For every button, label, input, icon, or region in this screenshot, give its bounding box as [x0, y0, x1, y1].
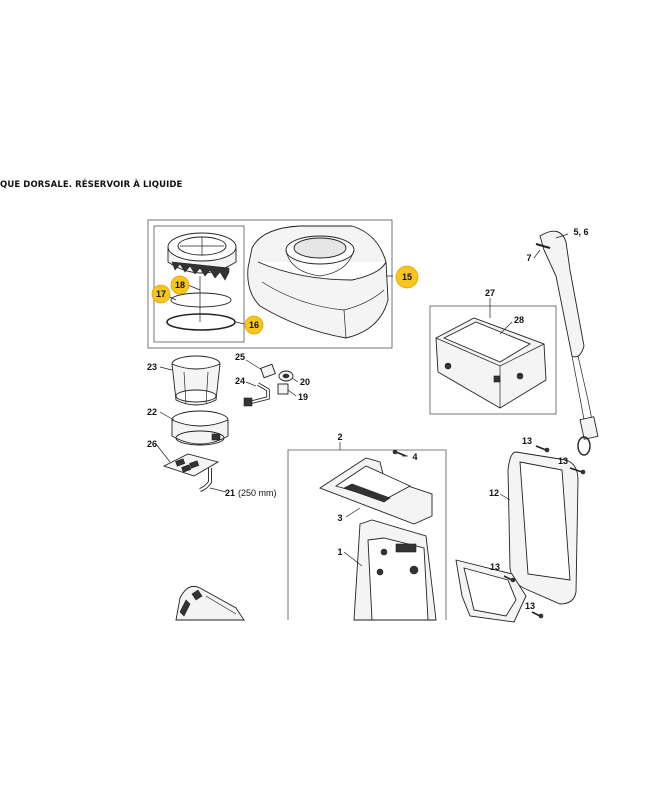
callout-13-d[interactable]: 13 [525, 601, 535, 611]
seal-ring-16 [166, 313, 236, 331]
callout-12[interactable]: 12 [489, 488, 499, 498]
callout-4[interactable]: 4 [412, 452, 417, 462]
liquid-tank-part [247, 225, 389, 339]
callout-2[interactable]: 2 [337, 432, 342, 442]
callout-13-a[interactable]: 13 [522, 436, 532, 446]
screws-13 [503, 445, 586, 619]
callout-highlight-18 [170, 275, 190, 295]
callout-1[interactable]: 1 [337, 547, 342, 557]
callout-15[interactable]: 15 [402, 272, 412, 282]
top-cover-part [319, 457, 433, 525]
frame-group-box [287, 449, 447, 620]
callout-21[interactable]: 21 [225, 488, 235, 498]
leader-lines [155, 233, 569, 567]
cap-subgroup-box [153, 225, 245, 343]
callout-highlight-16 [244, 315, 264, 335]
storage-tray-part [435, 317, 547, 409]
fitting-parts [243, 363, 294, 407]
shoulder-strap-part [535, 230, 599, 456]
backpack-frame-part [353, 519, 437, 621]
callout-20[interactable]: 20 [300, 377, 310, 387]
callout-22[interactable]: 22 [147, 407, 157, 417]
tank-cap-part [167, 232, 237, 322]
callout-21-note: (250 mm) [238, 488, 277, 498]
support-ring-part [171, 410, 229, 446]
strainer-basket-part [171, 355, 221, 406]
partial-carrier-part [175, 585, 245, 621]
callout-7[interactable]: 7 [526, 253, 531, 263]
callout-13-c[interactable]: 13 [490, 562, 500, 572]
tray-group-box [429, 305, 557, 415]
callout-13-b[interactable]: 13 [558, 456, 568, 466]
callout-highlight-17 [151, 284, 171, 304]
callout-17[interactable]: 17 [156, 289, 166, 299]
callout-5-6[interactable]: 5, 6 [573, 227, 588, 237]
callout-16[interactable]: 16 [249, 320, 259, 330]
callout-24[interactable]: 24 [235, 376, 245, 386]
callout-28[interactable]: 28 [514, 315, 524, 325]
callout-18[interactable]: 18 [175, 280, 185, 290]
callout-23[interactable]: 23 [147, 362, 157, 372]
callout-27[interactable]: 27 [485, 288, 495, 298]
callout-26[interactable]: 26 [147, 439, 157, 449]
callout-19[interactable]: 19 [298, 392, 308, 402]
callout-3[interactable]: 3 [337, 513, 342, 523]
valve-plate-part [162, 453, 220, 477]
callout-highlight-15 [395, 265, 419, 289]
back-panel-part [507, 451, 579, 605]
screw-part-4 [392, 449, 407, 457]
callout-25[interactable]: 25 [235, 352, 245, 362]
diagram-title: QUE DORSALE. RÉSERVOIR À LIQUIDE [0, 180, 183, 190]
seal-ring-17 [170, 292, 232, 308]
tank-group-box [147, 219, 393, 349]
